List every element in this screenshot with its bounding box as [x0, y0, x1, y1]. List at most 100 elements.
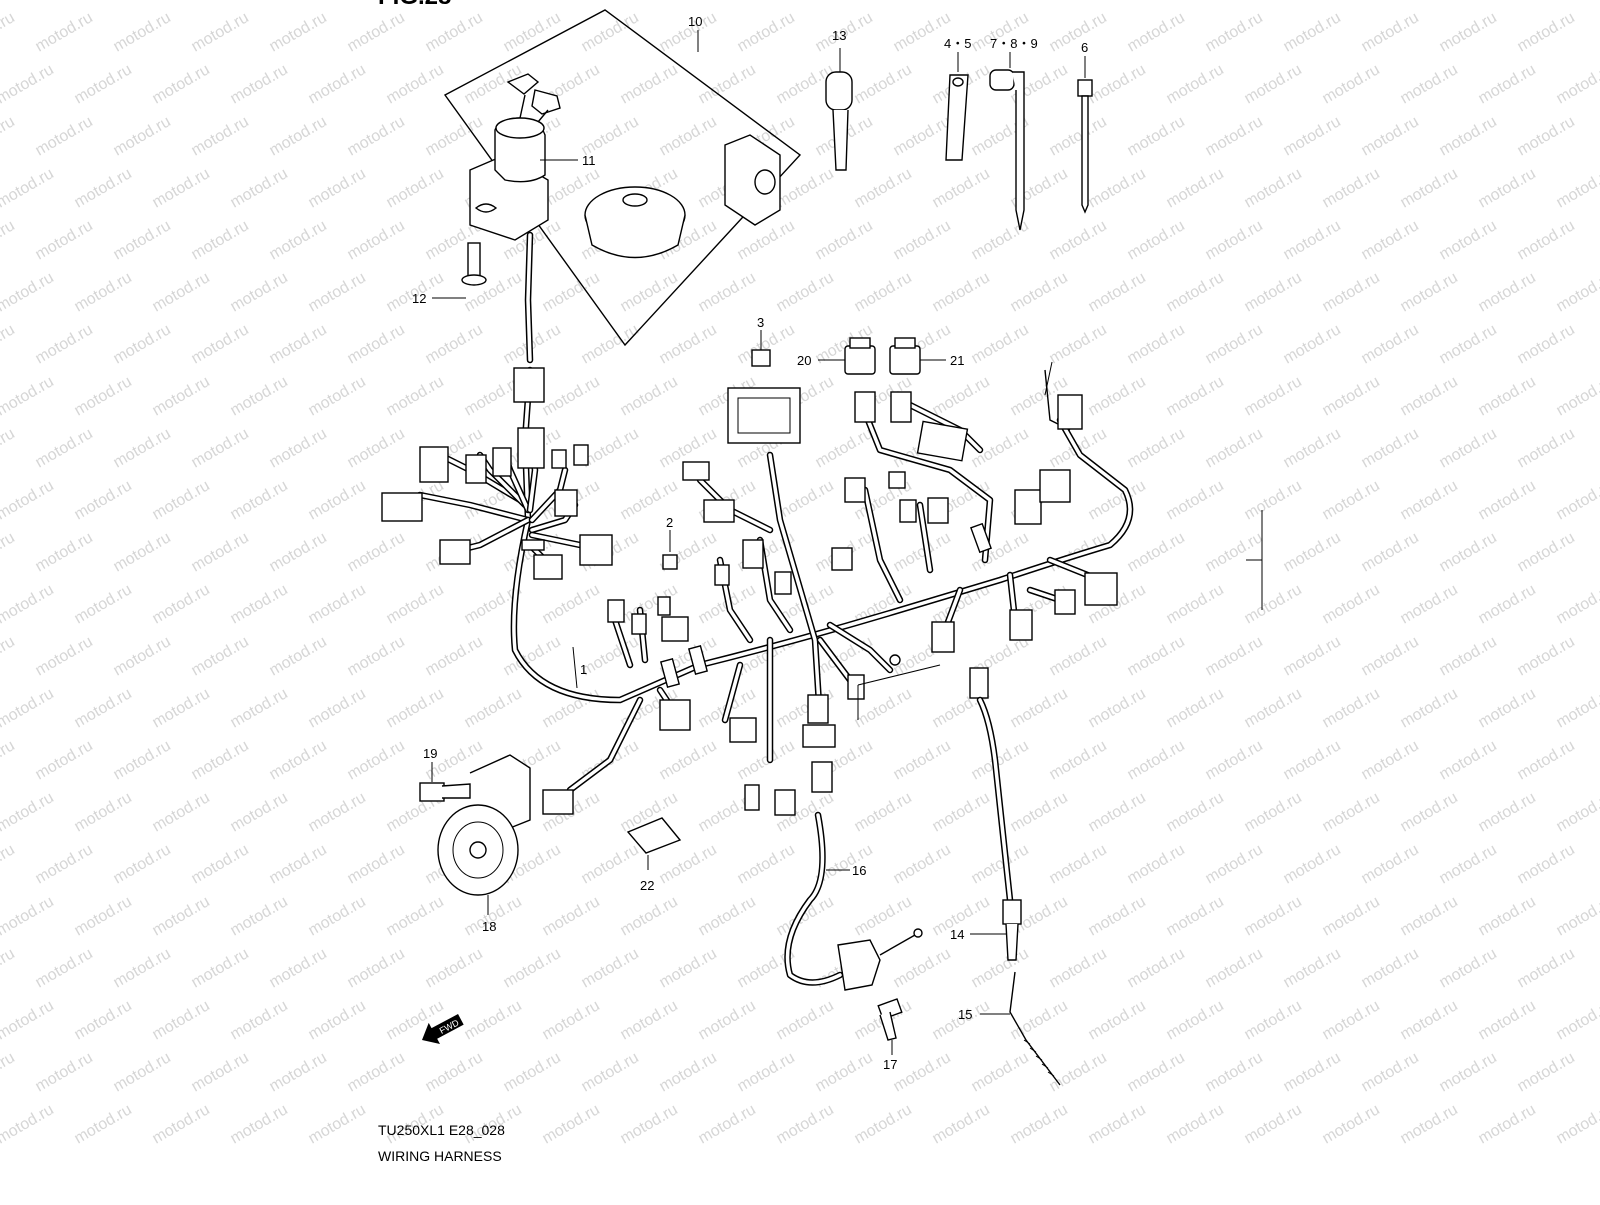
watermark-text: motod.ru	[1047, 321, 1110, 367]
watermark-text: motod.ru	[1476, 373, 1539, 419]
watermark-text: motod.ru	[0, 789, 57, 835]
watermark-text: motod.ru	[1359, 1049, 1422, 1095]
callout-17: 17	[883, 1057, 897, 1072]
watermark-text: motod.ru	[1242, 1101, 1305, 1147]
watermark-text: motod.ru	[579, 633, 642, 679]
watermark-text: motod.ru	[228, 373, 291, 419]
watermark-text: motod.ru	[1476, 165, 1539, 211]
watermark-text: motod.ru	[33, 841, 96, 887]
callout-15: 15	[958, 1007, 972, 1022]
watermark-text: motod.ru	[1242, 893, 1305, 939]
watermark-text: motod.ru	[1125, 321, 1188, 367]
figure-label: FIG.28	[378, 0, 451, 10]
watermark-text: motod.ru	[228, 269, 291, 315]
watermark-text: motod.ru	[267, 1049, 330, 1095]
watermark-text: motod.ru	[306, 477, 369, 523]
watermark-text: motod.ru	[150, 685, 213, 731]
watermark-text: motod.ru	[1398, 373, 1461, 419]
watermark-text: motod.ru	[189, 9, 252, 55]
watermark-text: motod.ru	[345, 737, 408, 783]
watermark-text: motod.ru	[1515, 217, 1578, 263]
watermark-text: motod.ru	[1437, 113, 1500, 159]
callout-19: 19	[423, 746, 437, 761]
watermark-text: motod.ru	[1359, 425, 1422, 471]
watermark-text: motod.ru	[1437, 321, 1500, 367]
watermark-text: motod.ru	[891, 113, 954, 159]
watermark-text: motod.ru	[1359, 321, 1422, 367]
watermark-text: motod.ru	[1242, 165, 1305, 211]
watermark-text: motod.ru	[1515, 945, 1578, 991]
watermark-text: motod.ru	[579, 1049, 642, 1095]
watermark-text: motod.ru	[1398, 893, 1461, 939]
watermark-text: motod.ru	[72, 893, 135, 939]
watermark-text: motod.ru	[1164, 61, 1227, 107]
watermark-text: motod.ru	[1359, 737, 1422, 783]
watermark-text: motod.ru	[1242, 373, 1305, 419]
watermark-text: motod.ru	[1554, 1101, 1600, 1147]
watermark-text: motod.ru	[1125, 945, 1188, 991]
watermark-text: motod.ru	[228, 477, 291, 523]
watermark-text: motod.ru	[1242, 269, 1305, 315]
watermark-text: motod.ru	[618, 269, 681, 315]
watermark-text: motod.ru	[306, 581, 369, 627]
watermark-text: motod.ru	[1164, 165, 1227, 211]
watermark-text: motod.ru	[267, 529, 330, 575]
watermark-text: motod.ru	[0, 165, 57, 211]
watermark-text: motod.ru	[1203, 113, 1266, 159]
watermark-text: motod.ru	[228, 61, 291, 107]
watermark-text: motod.ru	[1203, 529, 1266, 575]
watermark-text: motod.ru	[1281, 9, 1344, 55]
watermark-text: motod.ru	[696, 893, 759, 939]
watermark-text: motod.ru	[735, 841, 798, 887]
watermark-text: motod.ru	[1164, 893, 1227, 939]
watermark-text: motod.ru	[345, 1049, 408, 1095]
watermark-text: motod.ru	[1437, 529, 1500, 575]
watermark-text: motod.ru	[735, 9, 798, 55]
watermark-text: motod.ru	[423, 321, 486, 367]
watermark-text: motod.ru	[384, 373, 447, 419]
watermark-text: motod.ru	[1164, 477, 1227, 523]
watermark-text: motod.ru	[1515, 113, 1578, 159]
watermark-text: motod.ru	[1047, 841, 1110, 887]
watermark-text: motod.ru	[696, 997, 759, 1043]
watermark-text: motod.ru	[1008, 789, 1071, 835]
watermark-text: motod.ru	[1320, 581, 1383, 627]
watermark-text: motod.ru	[1125, 633, 1188, 679]
callout-13: 13	[832, 28, 846, 43]
watermark-text: motod.ru	[1359, 9, 1422, 55]
watermark-text: motod.ru	[150, 997, 213, 1043]
watermark-text: motod.ru	[774, 477, 837, 523]
watermark-text: motod.ru	[1281, 217, 1344, 263]
watermark-text: motod.ru	[1203, 841, 1266, 887]
watermark-text: motod.ru	[1398, 997, 1461, 1043]
watermark-text: motod.ru	[0, 737, 18, 783]
watermark-text: motod.ru	[852, 269, 915, 315]
watermark-text: motod.ru	[735, 1049, 798, 1095]
watermark-text: motod.ru	[1086, 789, 1149, 835]
watermark-text: motod.ru	[111, 321, 174, 367]
watermark-text: motod.ru	[1086, 165, 1149, 211]
watermark-text: motod.ru	[0, 61, 57, 107]
watermark-text: motod.ru	[852, 61, 915, 107]
fuse-box-icon	[728, 388, 800, 443]
watermark-text: motod.ru	[33, 113, 96, 159]
watermark-text: motod.ru	[423, 113, 486, 159]
watermark-text: motod.ru	[1281, 425, 1344, 471]
watermark-text: motod.ru	[111, 737, 174, 783]
watermark-text: motod.ru	[540, 581, 603, 627]
watermark-text: motod.ru	[111, 217, 174, 263]
watermark-text: motod.ru	[1125, 425, 1188, 471]
watermark-text: motod.ru	[1086, 893, 1149, 939]
watermark-text: motod.ru	[969, 217, 1032, 263]
watermark-text: motod.ru	[33, 9, 96, 55]
watermark-text: motod.ru	[306, 789, 369, 835]
watermark-text: motod.ru	[1281, 841, 1344, 887]
watermark-text: motod.ru	[1398, 477, 1461, 523]
callout-12: 12	[412, 291, 426, 306]
watermark-text: motod.ru	[540, 269, 603, 315]
watermark-text: motod.ru	[1476, 269, 1539, 315]
callout-3: 3	[757, 315, 764, 330]
watermark-text: motod.ru	[111, 425, 174, 471]
watermark-text: motod.ru	[1359, 113, 1422, 159]
